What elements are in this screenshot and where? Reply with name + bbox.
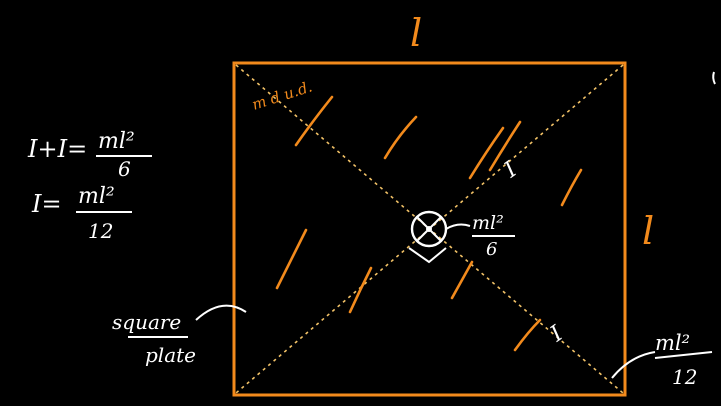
square-plate-outline — [232, 61, 627, 397]
center-moment-denominator: 6 — [486, 239, 497, 260]
edge-mark — [712, 71, 716, 85]
center-moment-numerator: ml² — [472, 212, 504, 234]
diagonal-lower-moment-label: I — [545, 321, 568, 348]
center-arrow — [445, 223, 471, 230]
right-angle-mark — [408, 247, 447, 264]
corner-arrow — [611, 351, 656, 379]
object-name-bottom: plate — [145, 343, 196, 367]
equation-result-denominator: 12 — [88, 219, 113, 243]
plate-hatching — [275, 95, 583, 352]
equation-result-numerator: ml² — [78, 184, 115, 209]
side-length-right-label: l — [642, 209, 654, 253]
equation-sum-lhs: I+I= — [27, 135, 87, 163]
object-name-top: square — [112, 310, 181, 334]
object-pointer-arrow — [195, 304, 247, 321]
equation-result-lhs: I= — [31, 190, 62, 218]
corner-moment-denominator: 12 — [672, 365, 697, 389]
object-name-annotation: square plate — [112, 304, 247, 367]
equation-sum-numerator: ml² — [98, 129, 135, 154]
corner-moment-numerator: ml² — [655, 331, 690, 355]
perpendicular-axis-icon — [410, 210, 448, 248]
equation-sum-denominator: 6 — [118, 157, 131, 181]
equation-result: I= ml² 12 — [31, 184, 132, 243]
equation-sum: I+I= ml² 6 — [27, 129, 152, 181]
center-moment-fraction: ml² 6 — [472, 212, 515, 260]
corner-moment-fraction: ml² 12 — [654, 331, 713, 389]
side-length-top-label: l — [410, 11, 422, 55]
material-note-label: m d u.d. — [250, 77, 315, 113]
